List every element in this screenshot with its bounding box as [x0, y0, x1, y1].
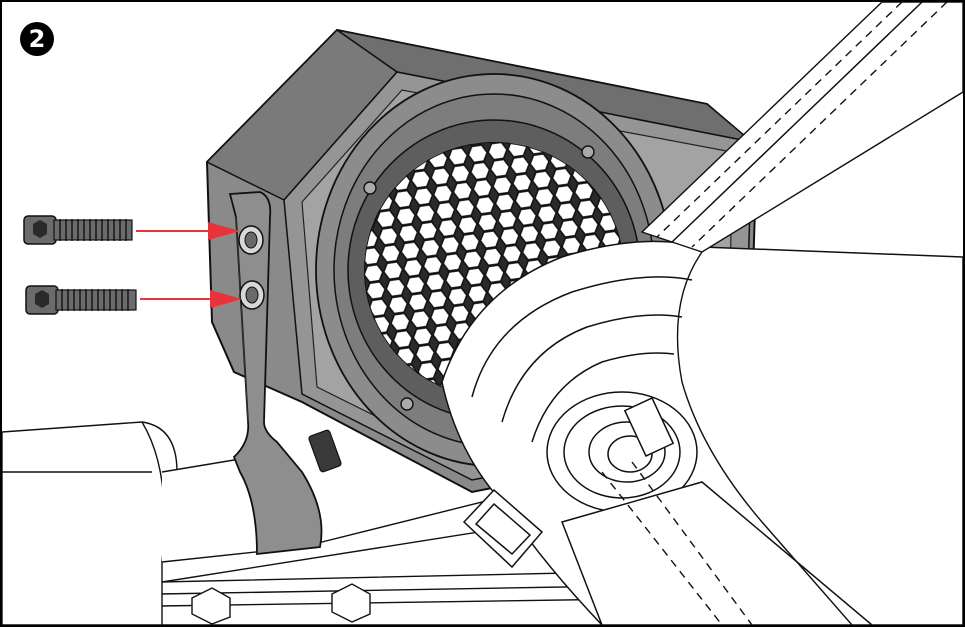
- arrow-right-icon: [140, 290, 242, 308]
- mounting-bracket: [228, 191, 323, 556]
- arrow-right-icon: [136, 222, 240, 240]
- screw-bottom: [25, 285, 137, 315]
- step-number-badge: 2: [20, 22, 54, 56]
- screw-top: [23, 215, 133, 245]
- arm-outline: [601, 2, 963, 625]
